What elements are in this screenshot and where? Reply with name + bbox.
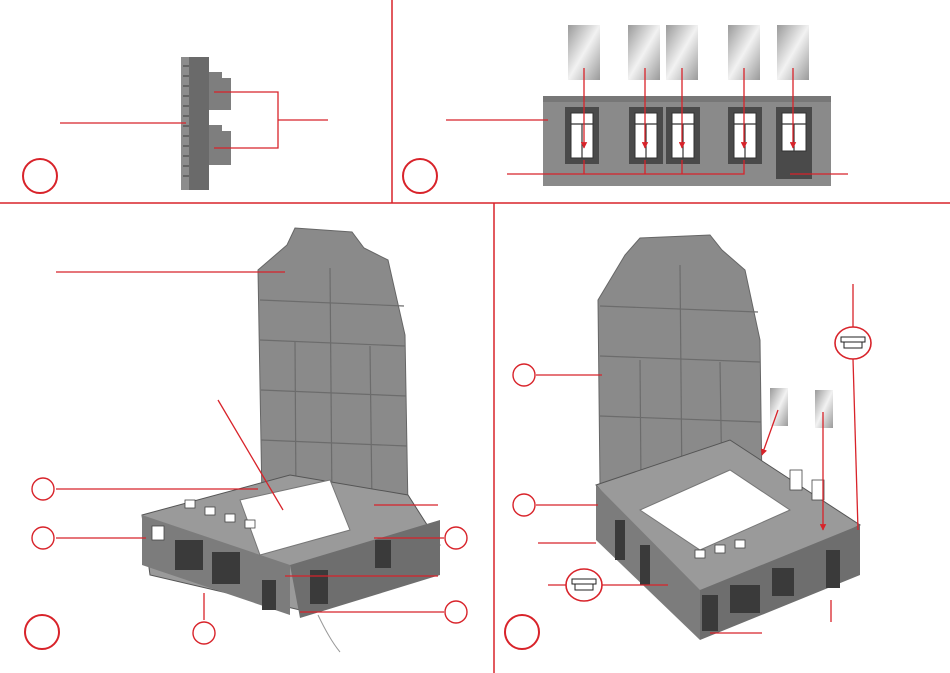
- glue-tube-icon: [835, 327, 871, 359]
- window-glass-pane-icon: [815, 390, 833, 428]
- step-1-circle-marker: [23, 159, 57, 193]
- step-3-circle-marker: [25, 615, 59, 649]
- window-glass-pane-icon: [770, 388, 788, 426]
- interior-floor-assembly: [142, 475, 440, 618]
- rear-wall-tall-part: [258, 228, 408, 510]
- step-1-window-frame-part: [23, 57, 328, 193]
- window-frame-part: [181, 57, 231, 190]
- step-4-circle-markers: [513, 364, 535, 516]
- step-2-front-wall-windows: [403, 25, 848, 193]
- glass-panes: [568, 25, 809, 80]
- window-glass-pane-icon: [628, 25, 660, 80]
- step-4-circle-marker: [505, 615, 539, 649]
- step-2-circle-marker: [403, 159, 437, 193]
- glue-thread: [318, 615, 340, 652]
- glue-tube-icon: [566, 569, 602, 601]
- step-3-rear-wall-interior-assembly: [25, 228, 467, 652]
- front-wall-part: [543, 96, 831, 186]
- step-4-building-shell-assembly: [505, 235, 871, 649]
